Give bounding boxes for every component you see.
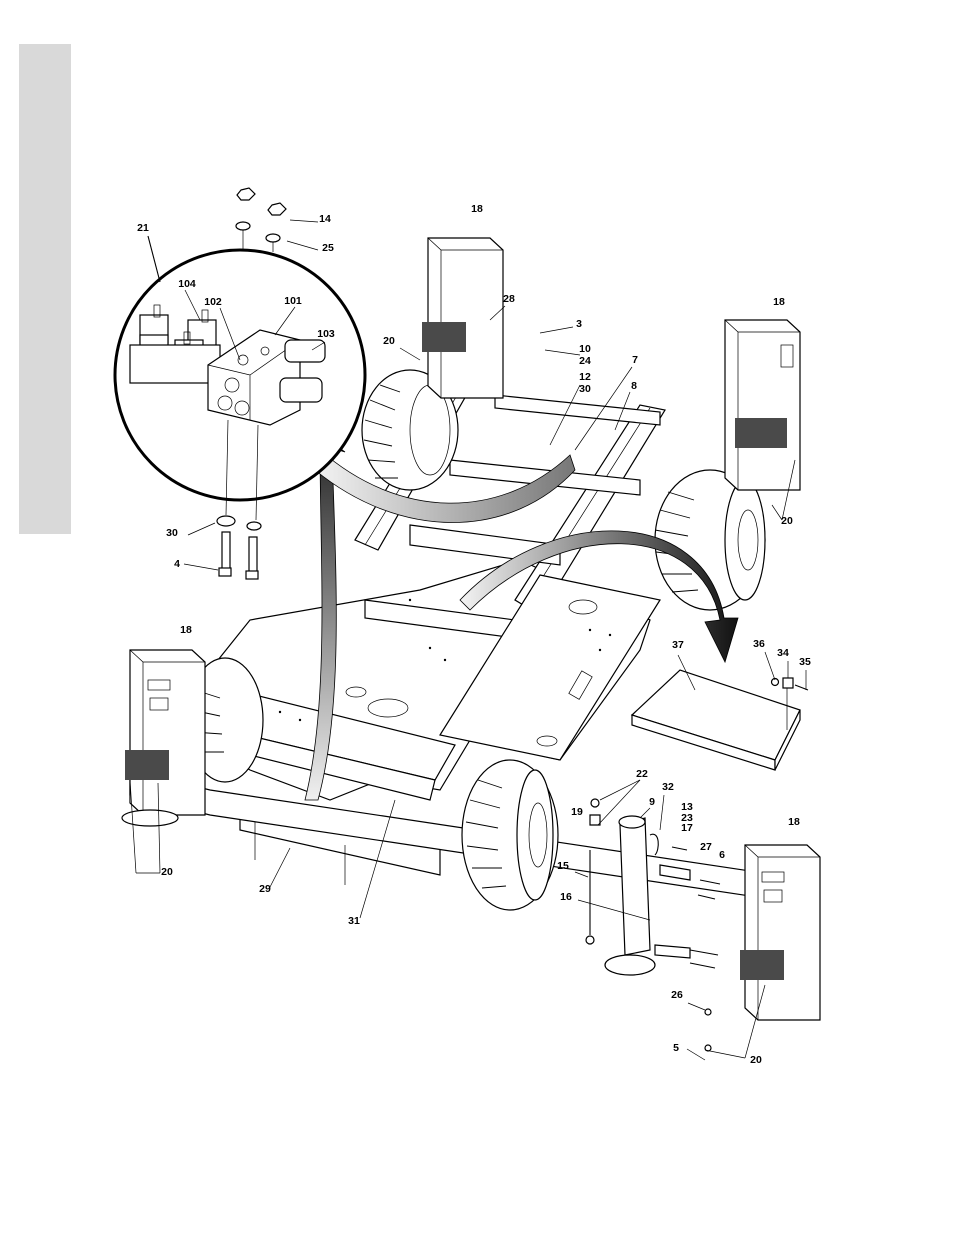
callout-c20c: 20	[161, 866, 173, 878]
callout-c18b: 18	[773, 296, 785, 308]
wheel-front-right	[462, 760, 558, 910]
callout-c32: 32	[662, 781, 674, 793]
callout-c9: 9	[649, 796, 655, 808]
callout-c20b: 20	[781, 515, 793, 527]
callout-c18c: 18	[180, 624, 192, 636]
pins-and-bolts	[590, 799, 720, 1051]
callout-c29: 29	[259, 883, 271, 895]
callout-c15: 15	[557, 860, 569, 872]
callout-c10: 10	[579, 343, 591, 355]
callout-c104: 104	[178, 278, 196, 290]
callout-c16: 16	[560, 891, 572, 903]
callout-c17: 17	[681, 822, 693, 834]
callout-c27: 27	[700, 841, 712, 853]
callout-c22: 22	[636, 768, 648, 780]
callout-c28: 28	[503, 293, 515, 305]
callout-c103: 103	[317, 328, 335, 340]
callout-c18d: 18	[788, 816, 800, 828]
callout-c101: 101	[284, 295, 302, 307]
callout-c36: 36	[753, 638, 765, 650]
outrigger-box-right	[740, 845, 820, 1020]
callout-c21: 21	[137, 222, 149, 234]
callout-c7: 7	[632, 354, 638, 366]
callout-c34: 34	[777, 647, 789, 659]
callout-c6: 6	[719, 849, 725, 861]
callout-c8: 8	[631, 380, 637, 392]
callout-c31: 31	[348, 915, 360, 927]
callout-c102: 102	[204, 296, 222, 308]
outrigger-box-top-left	[422, 238, 503, 398]
callout-c12: 12	[579, 371, 591, 383]
callout-c19: 19	[571, 806, 583, 818]
callout-c20d: 20	[750, 1054, 762, 1066]
jack-stand	[586, 816, 690, 975]
callout-c18a: 18	[471, 203, 483, 215]
callout-c37: 37	[672, 639, 684, 651]
callout-c25: 25	[322, 242, 334, 254]
callout-c24: 24	[579, 355, 591, 367]
callout-c35: 35	[799, 656, 811, 668]
callout-c4: 4	[174, 558, 180, 570]
callout-c14: 14	[319, 213, 331, 225]
valve-detail-circle	[115, 250, 365, 500]
callout-c3: 3	[576, 318, 582, 330]
callout-c5: 5	[673, 1042, 679, 1054]
callout-c26: 26	[671, 989, 683, 1001]
callout-c30b: 30	[166, 527, 178, 539]
outrigger-box-left	[122, 650, 205, 826]
callout-c20a: 20	[383, 335, 395, 347]
outrigger-box-top-right	[725, 320, 800, 490]
callout-c30a: 30	[579, 383, 591, 395]
